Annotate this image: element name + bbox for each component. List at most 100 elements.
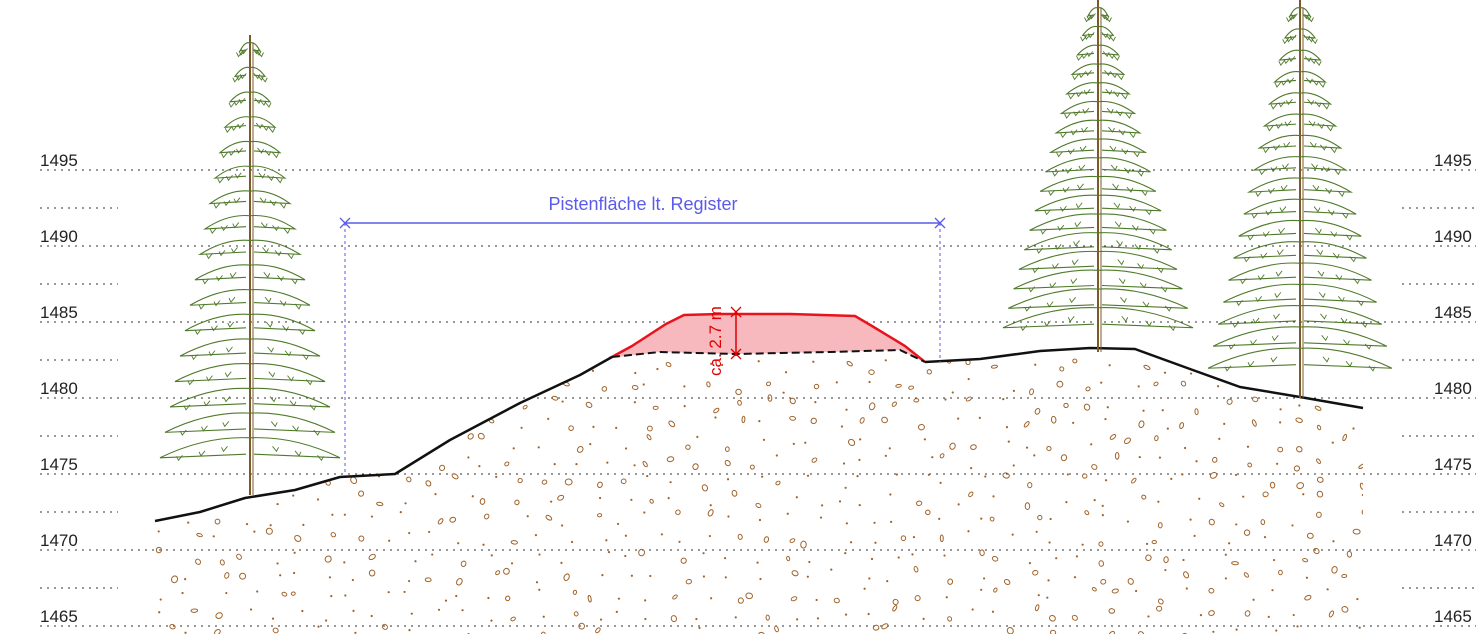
- soil-dot: [155, 383, 158, 386]
- soil-stone: [439, 464, 446, 472]
- soil-dot: [187, 521, 190, 524]
- soil-stone: [460, 560, 467, 567]
- soil-dot: [734, 616, 737, 619]
- soil-dot: [667, 497, 670, 500]
- soil-dot: [403, 590, 406, 594]
- soil-dot: [889, 493, 892, 496]
- soil-dot: [488, 381, 491, 384]
- soil-stone: [749, 464, 755, 470]
- soil-dot: [276, 502, 279, 506]
- soil-dot: [538, 553, 541, 556]
- soil-dot: [1356, 597, 1359, 601]
- soil-stone: [1302, 558, 1309, 563]
- soil-stone: [1091, 464, 1098, 470]
- soil-dot: [912, 536, 916, 539]
- soil-dot: [328, 576, 332, 579]
- soil-dot: [1047, 579, 1050, 582]
- soil-dot: [1275, 629, 1278, 632]
- soil-dot: [156, 456, 159, 459]
- soil-dot: [463, 420, 466, 423]
- soil-stone: [968, 491, 974, 498]
- soil-stone: [1082, 473, 1088, 479]
- soil-dot: [812, 360, 815, 363]
- soil-dot: [616, 522, 620, 526]
- soil-stone: [745, 592, 754, 600]
- soil-dot: [1055, 557, 1058, 560]
- soil-dot: [434, 493, 437, 496]
- soil-stone: [1323, 381, 1331, 389]
- soil-stone: [1027, 482, 1033, 489]
- soil-dot: [1248, 382, 1251, 386]
- fill-area: [610, 314, 925, 362]
- soil-dot: [355, 401, 359, 404]
- soil-stone: [1352, 528, 1361, 535]
- soil-dot: [710, 362, 713, 365]
- soil-dot: [984, 475, 987, 478]
- soil-dot: [842, 462, 846, 465]
- soil-stone: [361, 416, 368, 423]
- soil-stone: [638, 548, 646, 557]
- soil-stone: [1154, 435, 1159, 442]
- soil-stone: [1098, 560, 1105, 567]
- terrain-line: [154, 346, 1364, 523]
- soil-stone: [1341, 606, 1349, 613]
- soil-dot: [1292, 613, 1295, 617]
- soil-dot: [159, 598, 162, 601]
- piste-dimension: Pistenfläche lt. Register: [339, 194, 946, 476]
- soil-stone: [631, 385, 639, 391]
- soil-stone: [585, 401, 593, 408]
- soil-dot: [236, 434, 239, 438]
- soil-stone: [724, 446, 730, 452]
- soil-stone: [265, 366, 272, 373]
- soil-stone: [215, 612, 223, 619]
- soil-dot: [844, 613, 848, 616]
- soil-stone: [652, 405, 659, 410]
- soil-dot: [1005, 426, 1009, 429]
- soil-dot: [256, 408, 259, 411]
- soil-dot: [838, 500, 842, 503]
- soil-stone: [1029, 388, 1034, 396]
- soil-dot: [873, 521, 876, 524]
- soil-dot: [649, 574, 652, 578]
- soil-dot: [455, 594, 458, 598]
- soil-dot: [757, 360, 760, 363]
- soil-dot: [1282, 367, 1285, 370]
- soil-dot: [216, 362, 220, 366]
- soil-dot: [957, 503, 960, 506]
- soil-stone: [672, 594, 678, 600]
- soil-stone: [424, 577, 432, 583]
- soil-dot: [404, 502, 407, 505]
- soil-stone: [1358, 463, 1363, 469]
- soil-dot: [786, 512, 789, 515]
- soil-dot: [216, 419, 219, 422]
- soil-dot: [1034, 363, 1037, 366]
- soil-dot: [218, 447, 221, 451]
- soil-stone: [646, 434, 652, 441]
- soil-dot: [844, 486, 847, 489]
- soil-stone: [789, 415, 797, 421]
- soil-dot: [1351, 371, 1354, 374]
- soil-stone: [970, 444, 977, 450]
- soil-dot: [553, 463, 556, 466]
- soil-dot: [591, 369, 595, 372]
- soil-stone: [272, 627, 279, 634]
- soil-stone: [1324, 366, 1332, 373]
- soil-stone: [993, 587, 998, 593]
- soil-stone: [368, 462, 375, 470]
- soil-dot: [1332, 540, 1335, 543]
- soil-dot: [939, 481, 942, 484]
- soil-dot: [279, 574, 282, 577]
- soil-dot: [775, 454, 778, 457]
- soil-stone: [171, 575, 179, 584]
- soil-dot: [243, 380, 246, 383]
- soil-stone: [1050, 415, 1057, 424]
- soil-stone: [531, 378, 538, 386]
- soil-stone: [800, 540, 807, 549]
- soil-stone: [423, 369, 431, 377]
- soil-stone: [913, 566, 919, 573]
- soil-dot: [630, 498, 633, 501]
- soil-dot: [575, 463, 578, 466]
- soil-dot: [512, 447, 515, 450]
- soil-stone: [437, 518, 444, 525]
- soil-dot: [849, 541, 853, 544]
